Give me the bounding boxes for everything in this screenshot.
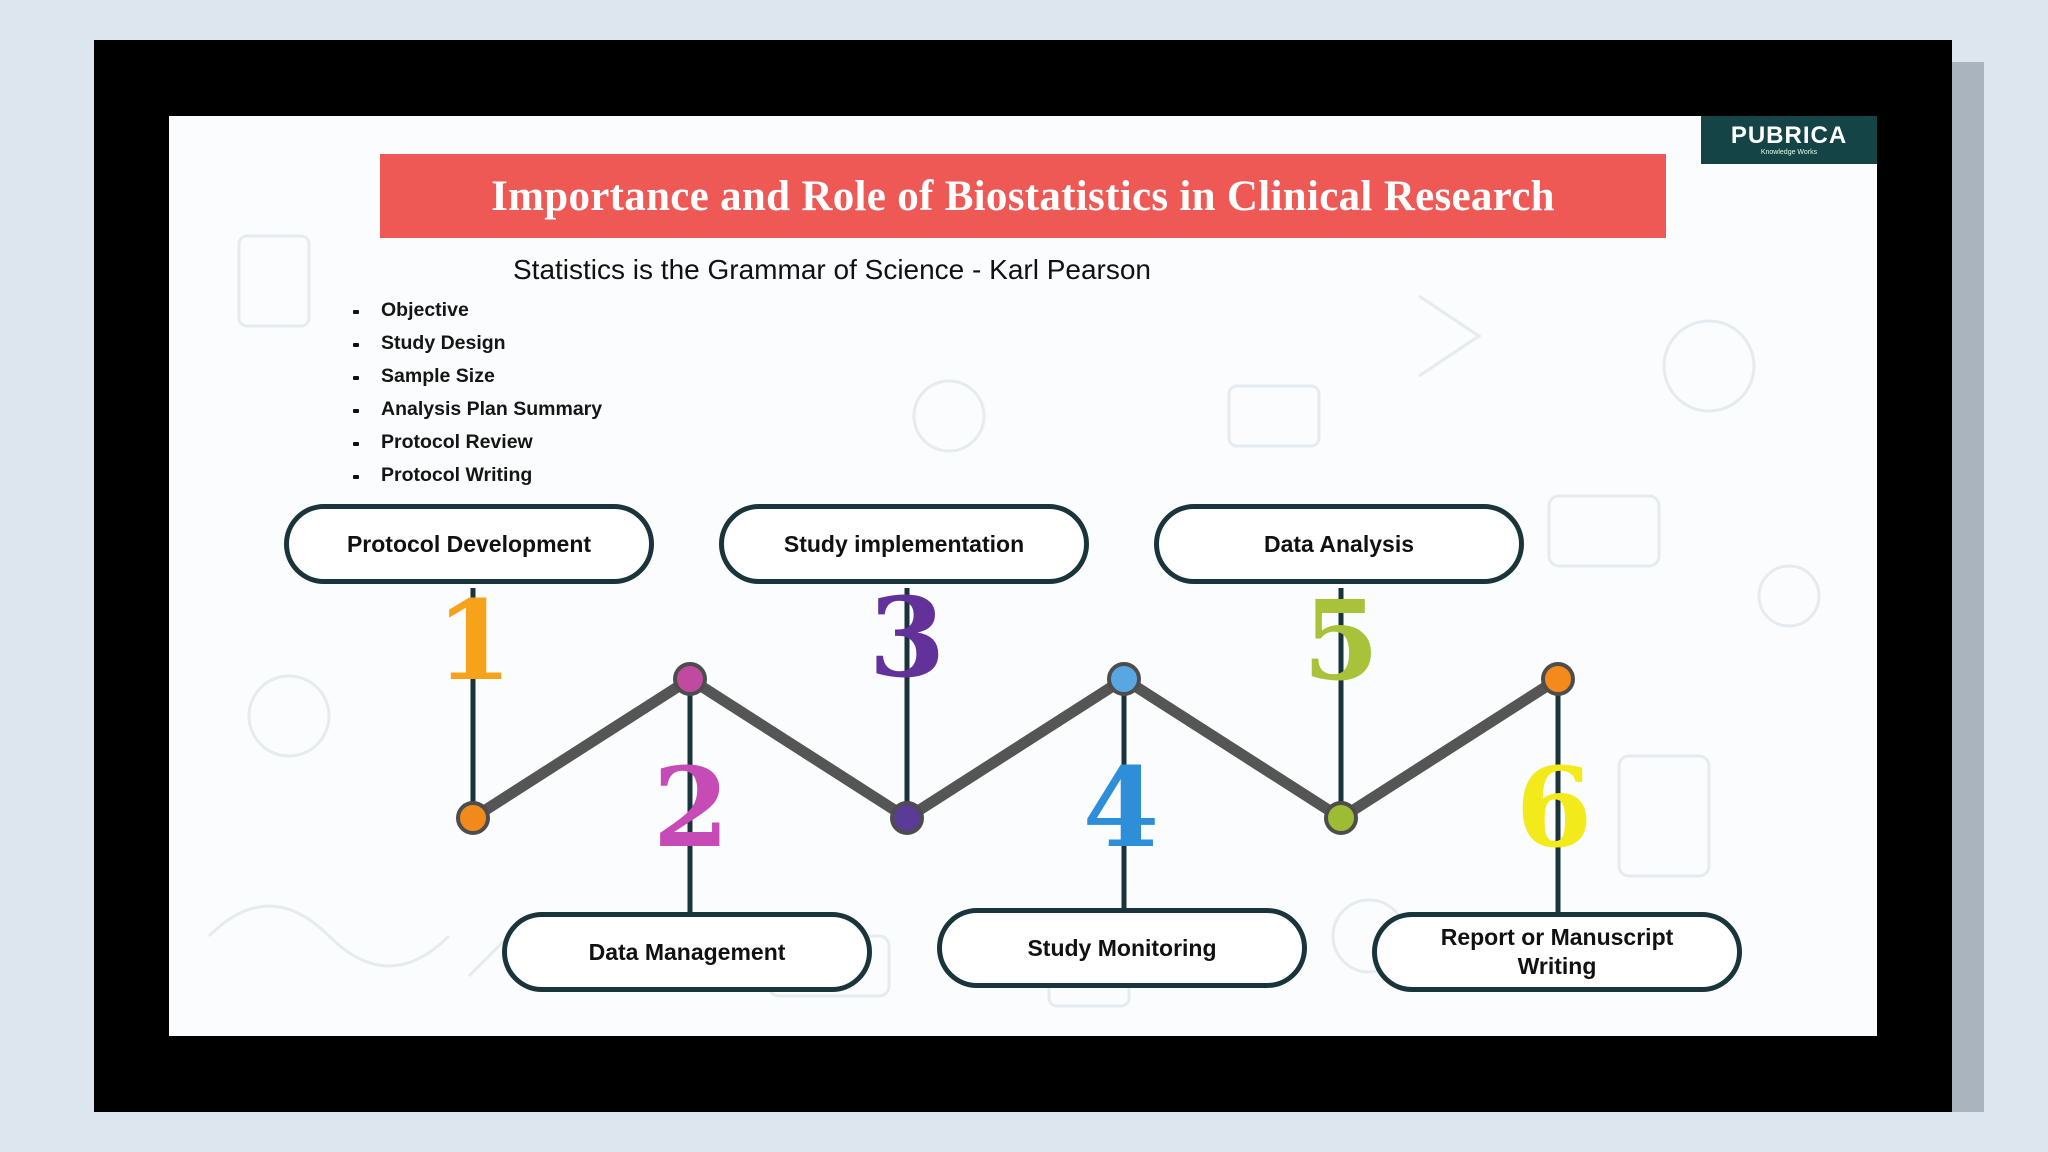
step-number: 6 — [1516, 743, 1593, 872]
step-label: Protocol Development — [346, 530, 592, 557]
quote-subtitle: Statistics is the Grammar of Science - K… — [513, 254, 1151, 285]
step-dot — [1324, 801, 1358, 835]
step-number: 2 — [653, 743, 730, 872]
step-label: Data Management — [588, 938, 786, 965]
bullet-item: Study Design — [347, 327, 602, 360]
step-box-protocol-development: Protocol Development — [284, 504, 654, 584]
bullet-item: Protocol Review — [347, 426, 602, 459]
step-number: 5 — [1303, 576, 1380, 705]
step-dot — [673, 662, 707, 696]
step-box-data-management: Data Management — [502, 912, 872, 992]
step-number: 1 — [436, 576, 513, 705]
slide: Importance and Role of Biostatistics in … — [169, 116, 1877, 1036]
title-banner: Importance and Role of Biostatistics in … — [380, 154, 1666, 238]
step-label: Study implementation — [783, 530, 1025, 557]
step-box-study-implementation: Study implementation — [719, 504, 1089, 584]
bullet-item: Sample Size — [347, 360, 602, 393]
logo-wordmark: PUBRICA — [1730, 121, 1848, 149]
bullet-item: Protocol Writing — [347, 459, 602, 492]
step-label: Data Analysis — [1264, 530, 1414, 557]
step-box-report-writing: Report or Manuscript Writing — [1372, 912, 1742, 992]
step-dot — [1541, 662, 1575, 696]
step-number: 3 — [869, 573, 946, 702]
step-dot — [1107, 662, 1141, 696]
logo-tagline: Knowledge Works — [1760, 148, 1818, 156]
bullet-list: Objective Study Design Sample Size Analy… — [347, 294, 602, 492]
pubrica-logo: PUBRICA Knowledge Works — [1701, 116, 1877, 164]
step-label: Report or Manuscript Writing — [1440, 924, 1674, 979]
step-label: Study Monitoring — [1027, 934, 1217, 961]
step-number: 4 — [1083, 743, 1160, 872]
zigzag-line — [467, 673, 1564, 824]
bullet-item: Analysis Plan Summary — [347, 393, 602, 426]
bullet-item: Objective — [347, 294, 602, 327]
step-box-study-monitoring: Study Monitoring — [937, 908, 1307, 988]
process-diagram: 1 2 3 4 5 6 — [436, 573, 1593, 912]
step-dot — [456, 801, 490, 835]
step-dot — [890, 801, 924, 835]
step-box-data-analysis: Data Analysis — [1154, 504, 1524, 584]
slide-title: Importance and Role of Biostatistics in … — [491, 172, 1555, 220]
